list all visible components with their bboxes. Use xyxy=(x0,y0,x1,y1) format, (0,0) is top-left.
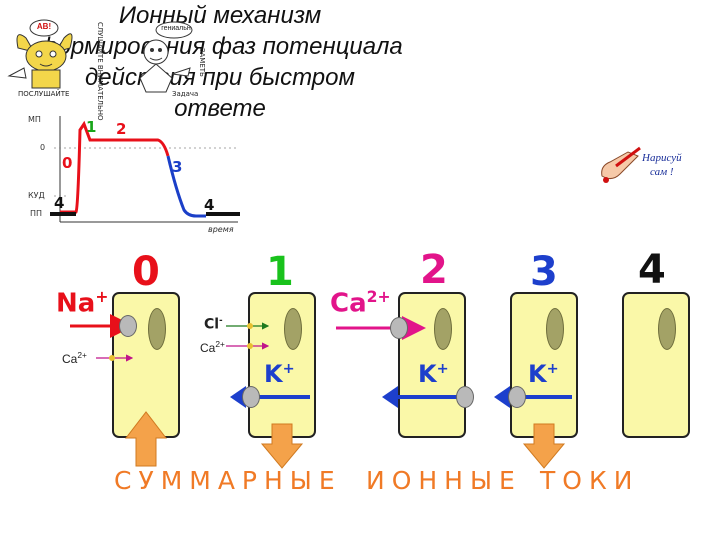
k-ion-base: K xyxy=(528,360,547,388)
ca-ion-base: Ca xyxy=(62,352,78,366)
graph-x-label: время xyxy=(208,225,234,234)
ca-ion-label-large: Ca2+ xyxy=(330,288,391,319)
k-arrowhead-2 xyxy=(382,386,398,408)
k-ion-label-2: K+ xyxy=(418,362,449,386)
k-channel-3 xyxy=(508,386,526,408)
title-line-4: ответе xyxy=(174,95,266,122)
phase-1-label: 1 xyxy=(266,249,294,295)
phase-2-label: 2 xyxy=(420,247,448,293)
k-channel-1 xyxy=(242,386,260,408)
cell-nucleus xyxy=(434,308,452,350)
cell-phase-4 xyxy=(622,292,690,438)
k-ion-label-1: K+ xyxy=(264,362,295,386)
cell-nucleus xyxy=(284,308,302,350)
phase-0-label: 0 xyxy=(132,249,160,295)
graph-y-pp: ПП xyxy=(30,209,43,218)
action-potential-graph: МП 0 КУД ПП время 0 1 2 3 4 4 xyxy=(18,110,248,240)
phase-3-label: 3 xyxy=(530,249,558,295)
caption-word-3: ТОКИ xyxy=(540,466,640,495)
cl-ion-charge: - xyxy=(219,315,223,325)
action-potential-curve xyxy=(50,116,240,223)
ca-channel xyxy=(390,317,408,339)
graph-phase-2: 2 xyxy=(116,120,127,138)
cartoon-listen-icon xyxy=(7,19,73,89)
cartoon-task-icon xyxy=(139,21,193,93)
ca-ion-base: Ca xyxy=(330,288,367,319)
k-arrowhead-3 xyxy=(494,386,510,408)
draw-note-line-2: сам ! xyxy=(650,166,674,178)
graph-phase-4-left: 4 xyxy=(54,194,65,212)
sum-outward-current-arrow-1 xyxy=(260,423,304,469)
ca-ion-base: Ca xyxy=(200,341,216,355)
k-ion-label-3: K+ xyxy=(528,362,559,386)
graph-phase-3: 3 xyxy=(172,158,183,176)
caption-word-1: СУММАРНЫЕ xyxy=(114,466,342,495)
phase-4-label: 4 xyxy=(638,247,666,293)
draw-note-line-1: Нарисуй xyxy=(642,152,682,164)
cartoon-task-figure: гениальн Задача ЗАМЕТЬ xyxy=(128,18,208,98)
cl-ion-label: Cl- xyxy=(204,316,223,332)
graph-phase-1: 1 xyxy=(86,118,97,136)
k-ion-base: K xyxy=(418,360,437,388)
cell-nucleus xyxy=(546,308,564,350)
k-ion-charge: + xyxy=(436,361,449,377)
ca-ion-label-small-2: Ca2+ xyxy=(200,340,225,354)
k-ion-charge: + xyxy=(282,361,295,377)
k-channel-2 xyxy=(456,386,474,408)
cell-nucleus xyxy=(148,308,166,350)
ca-channel-dot-1 xyxy=(109,355,115,361)
sum-inward-current-arrow xyxy=(124,411,168,467)
graph-phase-0: 0 xyxy=(62,154,73,172)
cartoon-bottom-text: Задача xyxy=(172,90,199,98)
ca-ion-charge: 2+ xyxy=(77,350,87,360)
cartoon-bubble-text: гениальн xyxy=(161,25,191,32)
cell-phase-2 xyxy=(398,292,466,438)
graph-y-label: МП xyxy=(28,115,41,124)
sum-outward-current-arrow-2 xyxy=(522,423,566,469)
graph-phase-4-right: 4 xyxy=(204,196,215,214)
ca-ion-charge: 2+ xyxy=(215,339,225,349)
na-ion-charge: + xyxy=(95,288,109,306)
na-ion-base: Na xyxy=(56,288,96,319)
title-line-3: действия при быстром xyxy=(85,64,355,91)
slide-title: Ионный механизм формирования фаз потенци… xyxy=(0,0,440,124)
cartoon-bottom-text: ПОСЛУШАЙТЕ xyxy=(18,90,70,98)
graph-y-kud: КУД xyxy=(28,191,45,200)
title-line-1: Ионный механизм xyxy=(118,2,322,29)
k-ion-charge: + xyxy=(546,361,559,377)
k-ion-base: K xyxy=(264,360,283,388)
hand-pencil-icon xyxy=(601,146,641,183)
cartoon-listen-figure: АВ! СЛУШАЙТЕ ВНИМАТЕЛЬНО ПОСЛУШАЙТЕ xyxy=(4,18,108,121)
title-line-2: формирования фаз потенциала xyxy=(37,33,403,60)
cl-channel-dot xyxy=(247,323,253,329)
ca-ion-label-small-1: Ca2+ xyxy=(62,351,87,365)
cell-phase-1 xyxy=(248,292,316,438)
draw-note-figure xyxy=(598,146,642,186)
cl-ion-base: Cl xyxy=(204,316,220,333)
graph-y-zero: 0 xyxy=(40,143,46,152)
ca-ion-charge: 2+ xyxy=(366,288,391,306)
cartoon-bubble-text: АВ! xyxy=(36,22,52,31)
cell-nucleus xyxy=(658,308,676,350)
ca-channel-dot-2 xyxy=(247,343,253,349)
na-ion-label: Na+ xyxy=(56,288,109,319)
na-channel xyxy=(119,315,137,337)
caption-word-2: ИОННЫЕ xyxy=(366,466,522,495)
draw-note-text: Нарисуй сам ! xyxy=(642,151,682,179)
